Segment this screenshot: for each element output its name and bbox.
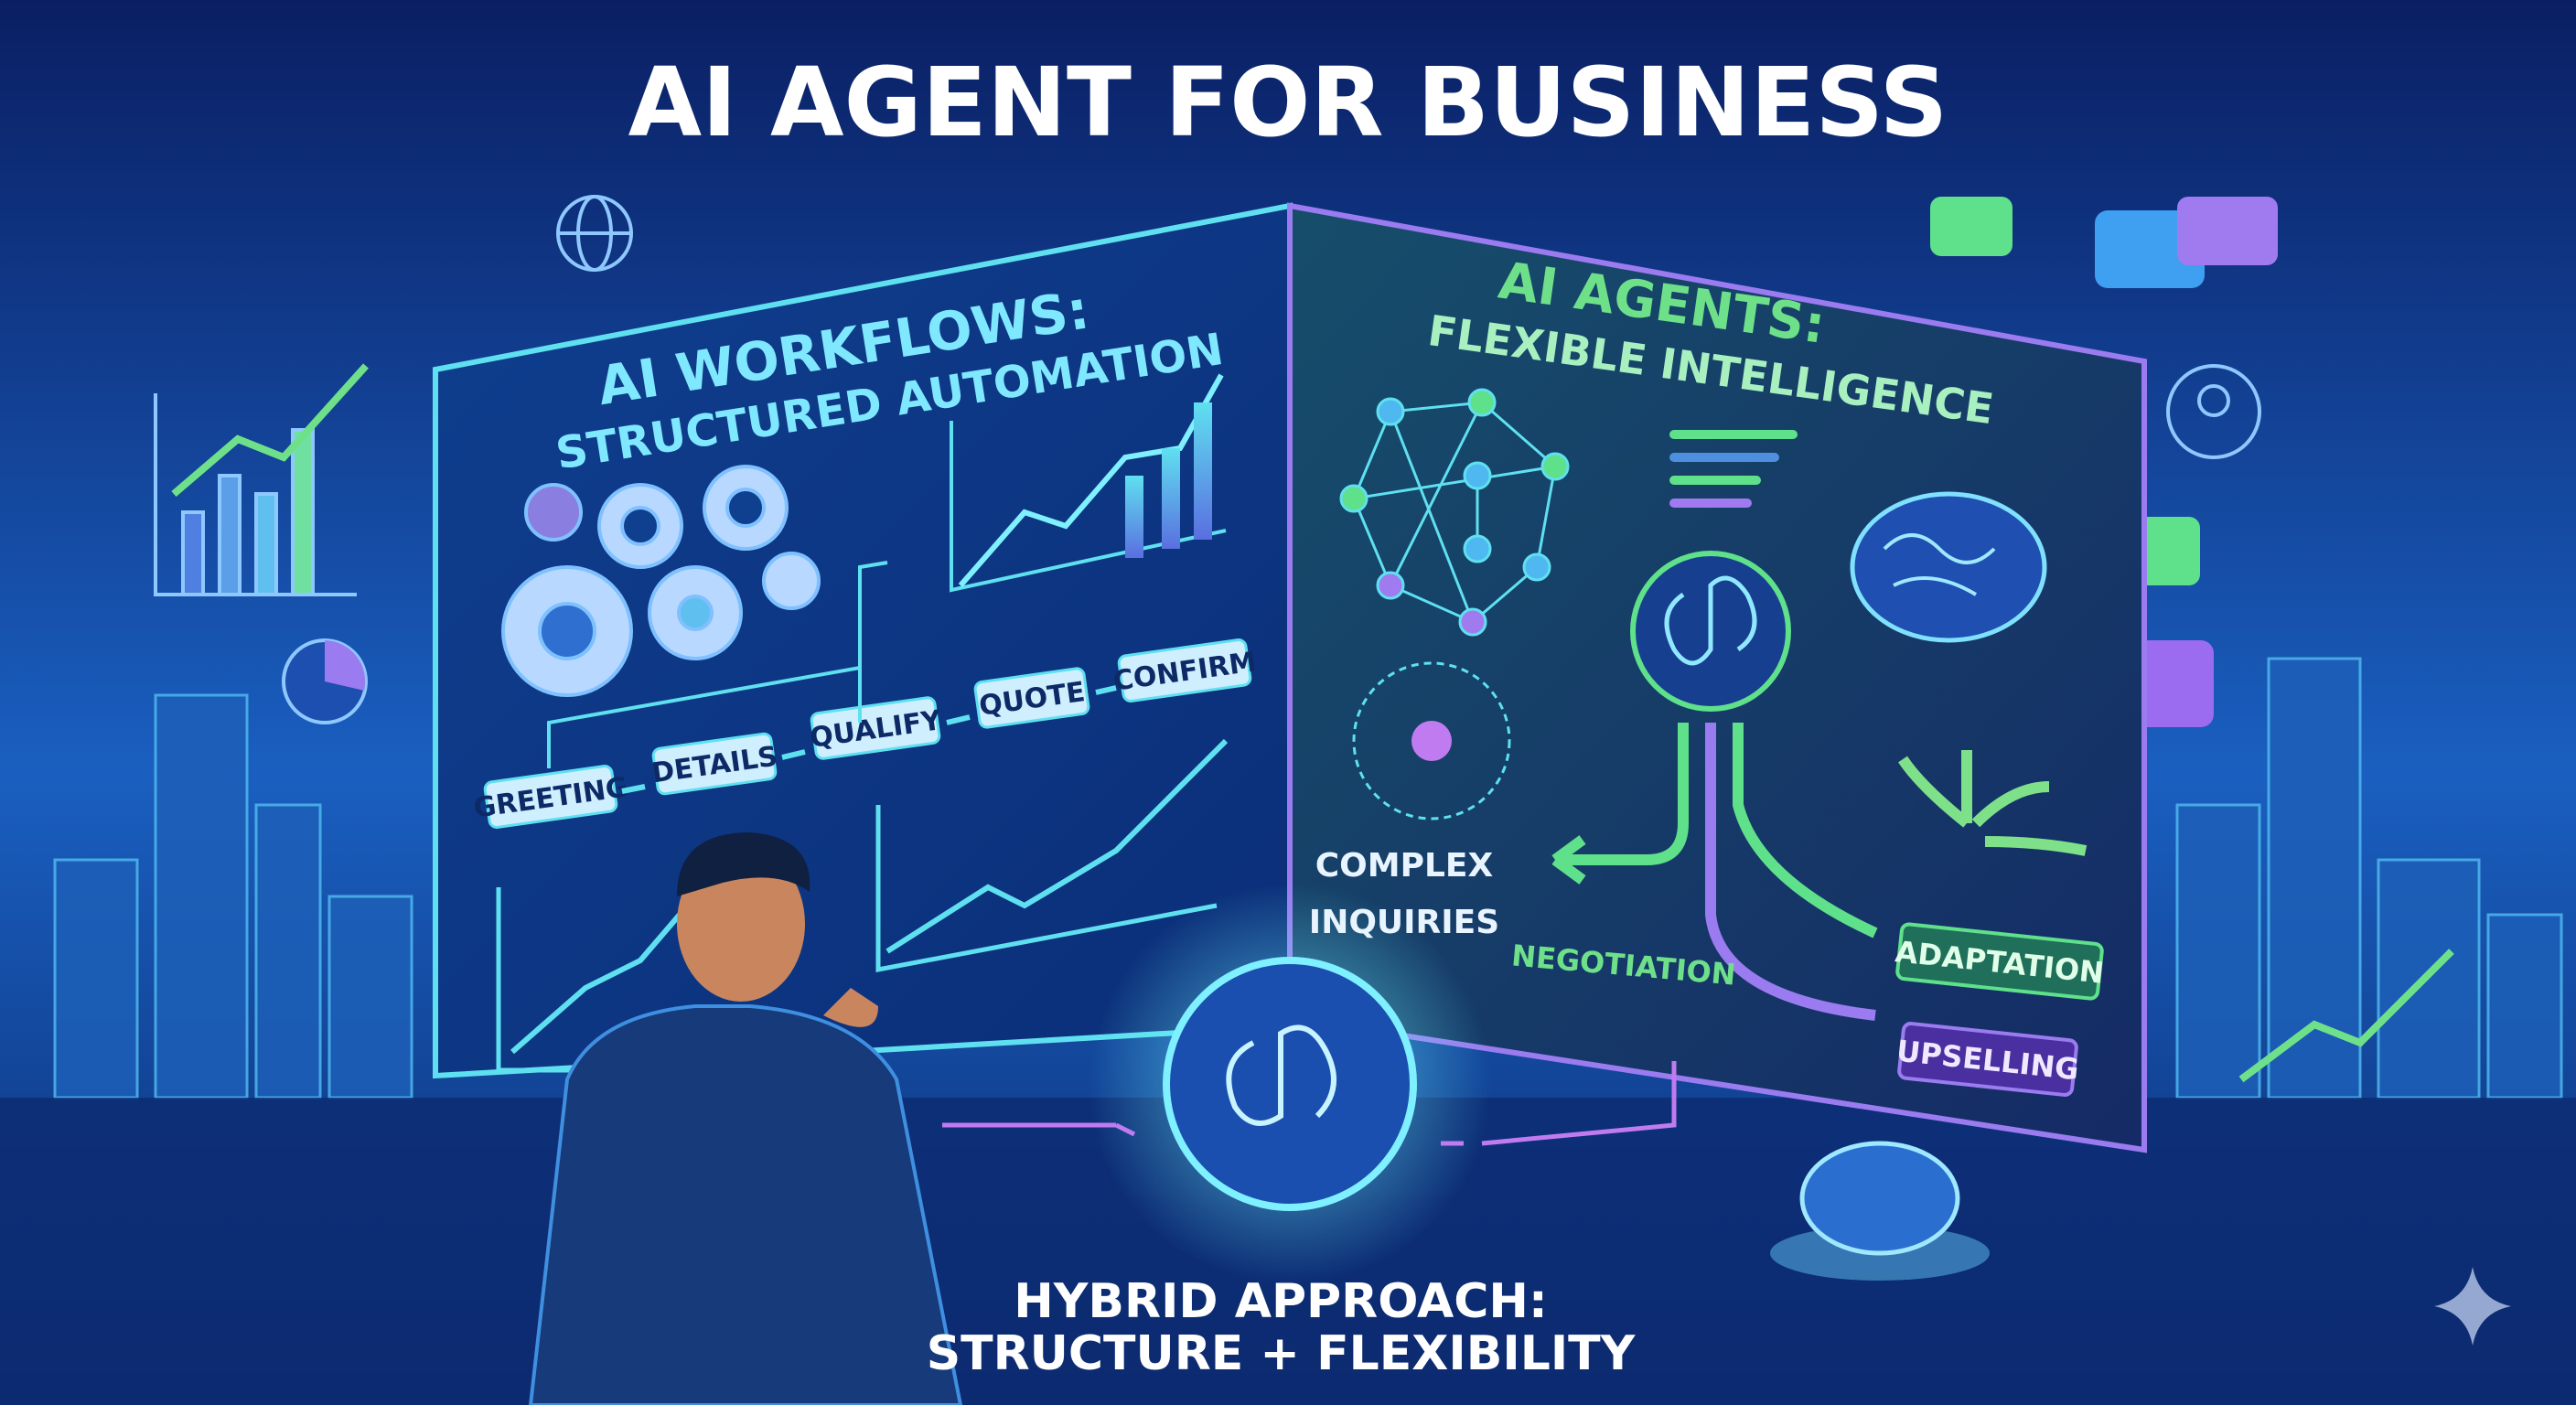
holo-brain-icon bbox=[1770, 1141, 1990, 1281]
page-title: AI AGENT FOR BUSINESS bbox=[628, 47, 1948, 158]
ai-agents-panel: AI AGENTS: FLEXIBLE INTELLIGENCE bbox=[1287, 202, 2147, 1153]
upselling-tag: UPSELLING bbox=[1894, 1022, 2080, 1097]
gears-icon bbox=[501, 465, 821, 697]
step-quote: QUOTE bbox=[973, 667, 1090, 729]
network-sphere-icon bbox=[1352, 661, 1511, 820]
adaptation-tag: ADAPTATION bbox=[1894, 922, 2106, 1001]
complex-inquiries-label: COMPLEX bbox=[1315, 847, 1494, 885]
step-arrows bbox=[621, 685, 1117, 794]
brain-hub-icon bbox=[1630, 551, 1791, 712]
pie-chart-icon bbox=[282, 638, 368, 724]
bar-chart-icon bbox=[154, 363, 369, 596]
complex-inquiries-labels: COMPLEX INQUIRIES bbox=[1309, 847, 1499, 941]
branching-arrows-icon bbox=[1551, 723, 2088, 1021]
workflow-steps: GREETING DETAILS QUALIFY QUOTE CONFIRM bbox=[472, 561, 1259, 829]
businessman-figure bbox=[528, 832, 963, 1405]
hybrid-approach-title: HYBRID APPROACH: bbox=[1014, 1274, 1548, 1329]
growth-chart-icon bbox=[2238, 949, 2454, 1083]
text-lines-icon bbox=[1669, 430, 1798, 508]
step-details: DETAILS bbox=[649, 732, 779, 796]
brain-icon bbox=[1850, 491, 2047, 643]
user-icon bbox=[2166, 364, 2261, 459]
neural-network-icon bbox=[1339, 388, 1570, 637]
complex-inquiries-label-line2: INQUIRIES bbox=[1309, 904, 1499, 941]
sparkle-icon bbox=[2434, 1267, 2511, 1346]
hybrid-approach-subtitle: STRUCTURE + FLEXIBILITY bbox=[927, 1326, 1637, 1381]
hybrid-hub-icon bbox=[942, 883, 1677, 1285]
ai-workflows-panel: AI WORKFLOWS: STRUCTURED AUTOMATION bbox=[433, 202, 1293, 1079]
workflow-bar-chart-icon bbox=[950, 373, 1227, 593]
globe-icon bbox=[556, 195, 633, 272]
workflow-connector bbox=[547, 561, 888, 768]
